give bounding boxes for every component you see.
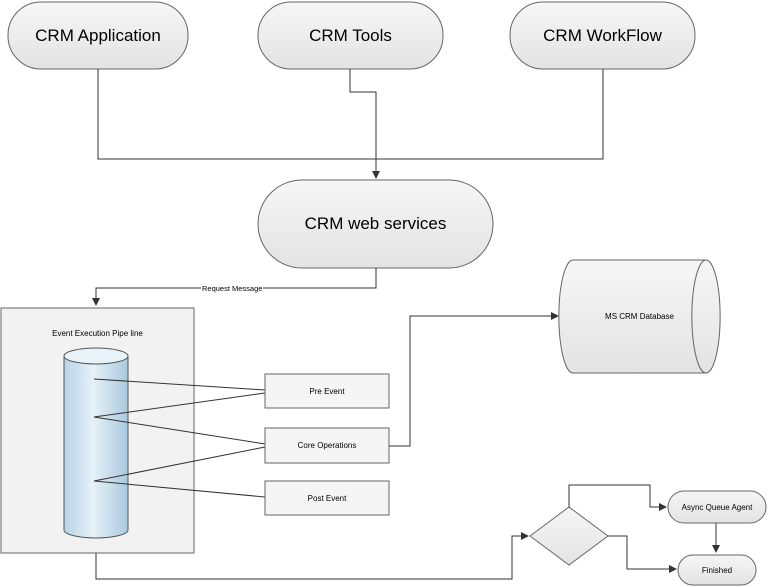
async-connector (568, 484, 667, 511)
finished-node (677, 554, 757, 586)
core-operations-box (264, 427, 390, 464)
database-connector (389, 312, 559, 447)
async-queue-agent-node (667, 490, 767, 524)
application-connector (97, 69, 604, 160)
request-message-connector (92, 268, 377, 306)
crm-workflow-node (509, 1, 696, 70)
crm-tools-node (257, 1, 444, 70)
tools-connector (349, 69, 380, 179)
pipeline-cylinder (63, 356, 129, 539)
core-link-b (93, 446, 266, 482)
pre-event-box (264, 373, 390, 409)
core-link-a (93, 416, 266, 445)
decision-diamond (529, 506, 609, 566)
crm-application-node (7, 1, 189, 70)
pipeline-cylinder-top (63, 347, 129, 365)
post-event-box (264, 480, 390, 516)
pipeline-output-connector (95, 532, 529, 580)
crm-web-services-node (257, 179, 494, 269)
post-event-link (93, 480, 266, 498)
finished-connector (608, 535, 677, 573)
ms-crm-database-edge (691, 259, 707, 374)
pre-event-link-a (93, 378, 266, 391)
pre-event-link-b (93, 392, 266, 418)
